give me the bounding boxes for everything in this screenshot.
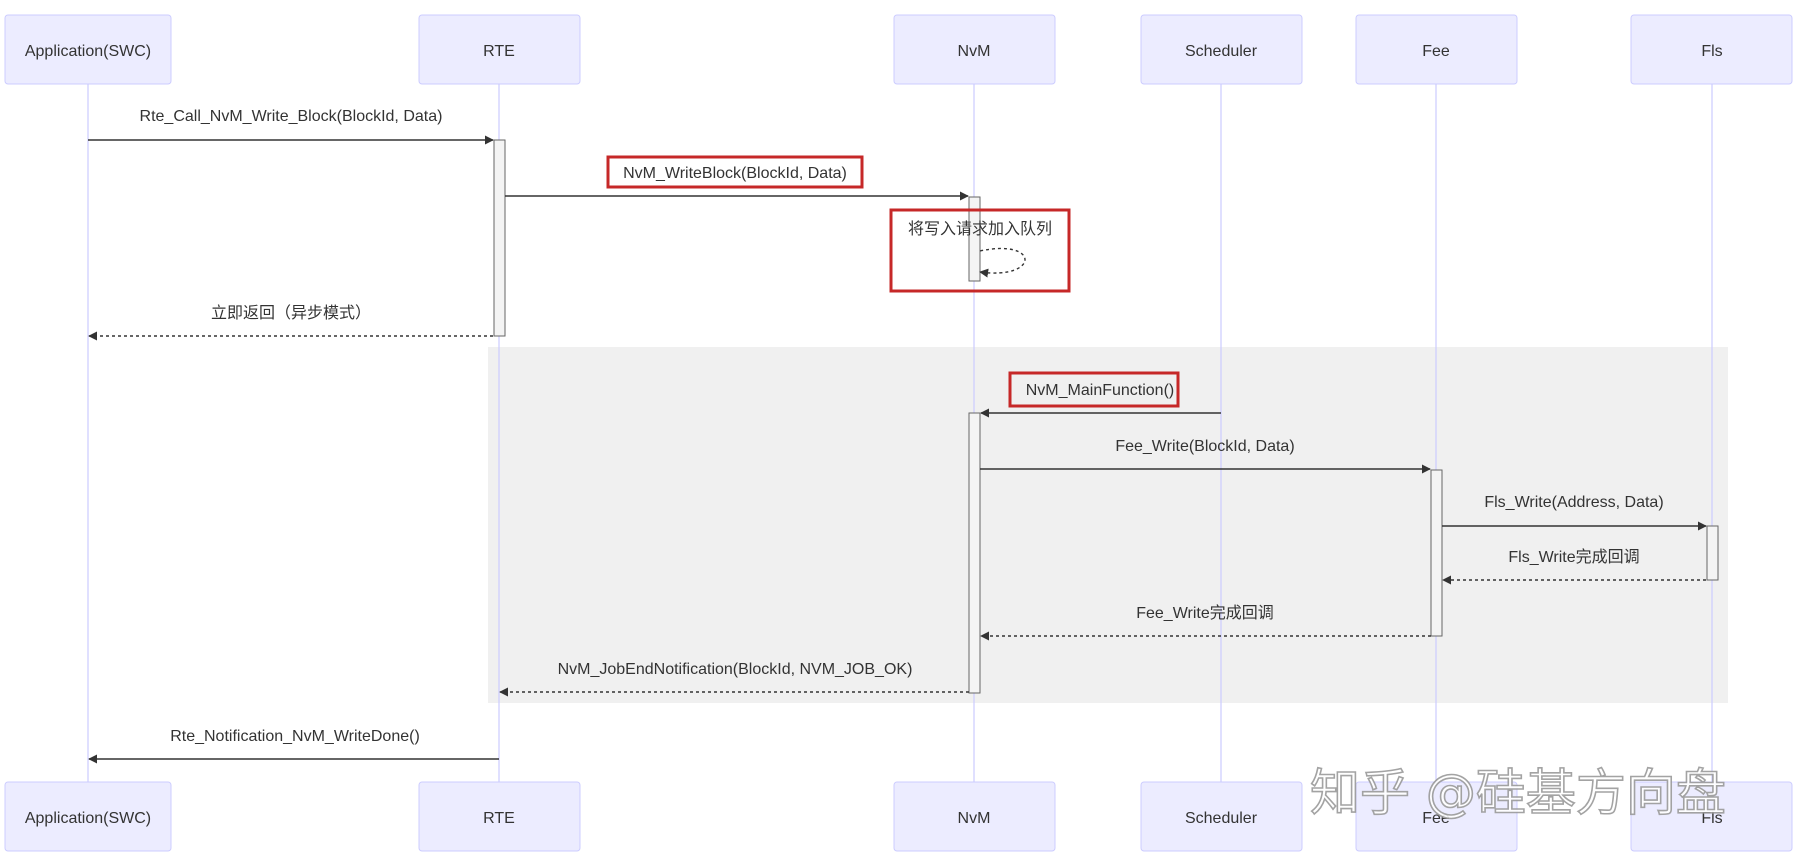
actor-bottom-rte: RTE (418, 781, 581, 852)
message-arrow-queue-request (979, 247, 1026, 278)
highlight-queue-request (889, 208, 1071, 293)
actor-label: Scheduler (1185, 810, 1258, 827)
actor-label: Scheduler (1185, 43, 1258, 60)
activation-nvm-1 (968, 196, 981, 282)
message-label-fee-callback: Fee_Write完成回调 (1136, 604, 1274, 622)
actor-top-fls: Fls (1630, 14, 1793, 85)
message-label-immediate-return: 立即返回（异步模式） (211, 304, 371, 322)
message-label-fls-callback: Fls_Write完成回调 (1508, 548, 1639, 566)
highlight-nvm-mainfunction (1008, 371, 1180, 408)
message-label-rte-call: Rte_Call_NvM_Write_Block(BlockId, Data) (140, 108, 443, 125)
message-label-nvm-writeblock: NvM_WriteBlock(BlockId, Data) (623, 165, 847, 182)
actor-top-scheduler: Scheduler (1140, 14, 1303, 85)
activation-fls (1706, 525, 1719, 581)
actor-top-rte: RTE (418, 14, 581, 85)
actor-bottom-fls: Fls (1630, 781, 1793, 852)
actor-label: RTE (483, 43, 515, 60)
actor-top-fee: Fee (1355, 14, 1518, 85)
activation-rte (493, 139, 506, 337)
actor-label: NvM (958, 43, 991, 60)
actor-bottom-scheduler: Scheduler (1140, 781, 1303, 852)
actor-label: Application(SWC) (25, 43, 151, 60)
actor-label: Fee (1422, 810, 1450, 827)
actor-bottom-app: Application(SWC) (4, 781, 172, 852)
actor-label: Fls (1701, 43, 1722, 60)
message-label-nvm-mainfunction: NvM_MainFunction() (1026, 382, 1174, 399)
actor-bottom-fee: Fee (1355, 781, 1518, 852)
message-label-queue-request: 将写入请求加入队列 (908, 220, 1052, 238)
loop-region (488, 347, 1728, 703)
actor-top-app: Application(SWC) (4, 14, 172, 85)
actor-label: NvM (958, 810, 991, 827)
actor-label: Application(SWC) (25, 810, 151, 827)
watermark: 知乎 @硅基方向盘 (1310, 764, 1726, 822)
message-label-write-done: Rte_Notification_NvM_WriteDone() (170, 728, 420, 745)
actor-top-nvm: NvM (893, 14, 1056, 85)
actor-label: Fee (1422, 43, 1450, 60)
message-label-fee-write: Fee_Write(BlockId, Data) (1115, 438, 1294, 455)
message-label-fls-write: Fls_Write(Address, Data) (1484, 494, 1663, 511)
actor-bottom-nvm: NvM (893, 781, 1056, 852)
activation-nvm-2 (968, 412, 981, 694)
actor-label: RTE (483, 810, 515, 827)
message-label-job-end-notification: NvM_JobEndNotification(BlockId, NVM_JOB_… (558, 661, 913, 678)
highlight-nvm-writeblock (606, 155, 864, 189)
activation-fee (1430, 469, 1443, 637)
actor-label: Fls (1701, 810, 1722, 827)
